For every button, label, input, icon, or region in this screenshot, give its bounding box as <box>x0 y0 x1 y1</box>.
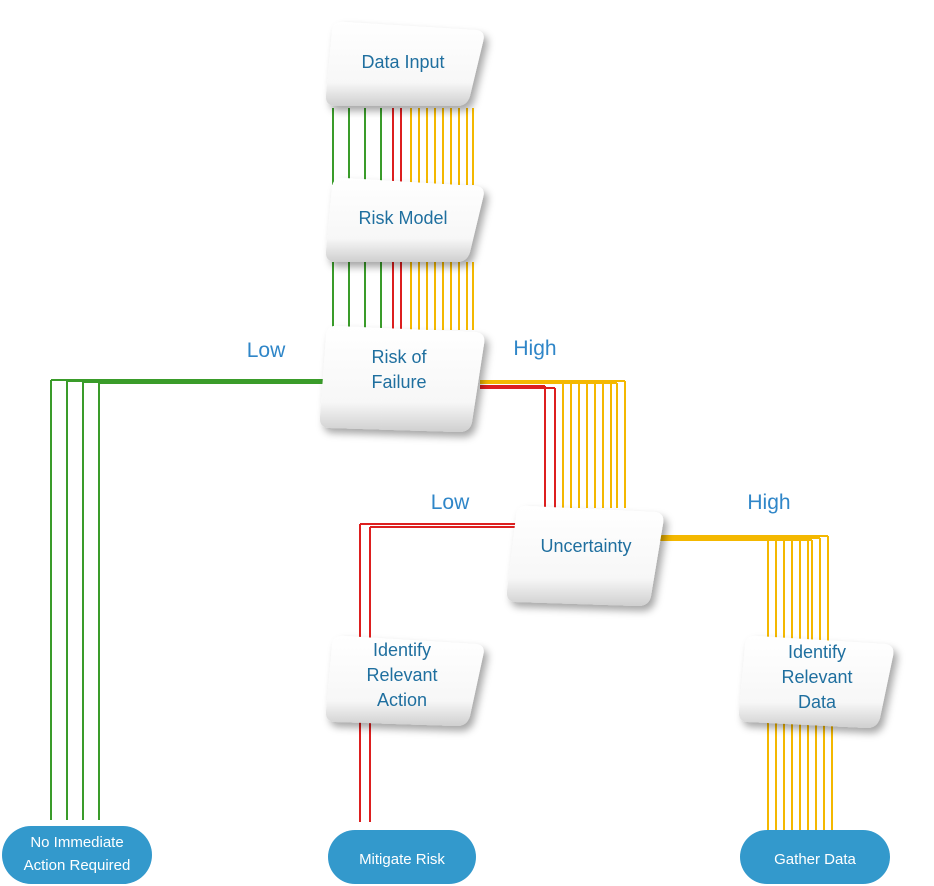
no-action-label-line2: Action Required <box>24 857 131 874</box>
connector-lines <box>50 108 833 830</box>
risk-of-failure-label-line1: Risk of <box>371 347 427 367</box>
high-risk-lines <box>480 380 626 508</box>
data-input-box: Data Input <box>325 21 484 107</box>
gather-data-outcome: Gather Data <box>740 830 890 884</box>
risk-of-failure-box: Risk of Failure <box>319 325 485 432</box>
identify-action-label-line2: Relevant <box>366 665 437 685</box>
low-uncertainty-lines <box>359 523 520 822</box>
data-input-label: Data Input <box>361 52 444 72</box>
identify-data-label-line1: Identify <box>788 642 846 662</box>
no-action-label-line1: No Immediate <box>30 834 123 851</box>
high-uncertainty-lines <box>655 535 833 830</box>
risk-low-label: Low <box>247 339 286 362</box>
identify-data-label-line2: Relevant <box>781 667 852 687</box>
no-action-outcome: No Immediate Action Required <box>2 826 152 884</box>
identify-data-box: Identify Relevant Data <box>738 635 894 728</box>
identify-action-label-line3: Action <box>377 690 427 710</box>
mitigate-risk-label: Mitigate Risk <box>359 851 445 868</box>
risk-model-label: Risk Model <box>358 208 447 228</box>
model-to-risk-lines <box>332 262 474 330</box>
gather-data-label: Gather Data <box>774 851 856 868</box>
risk-of-failure-label-line2: Failure <box>371 372 426 392</box>
identify-action-label-line1: Identify <box>373 640 431 660</box>
uncertainty-high-label: High <box>747 491 790 514</box>
mitigate-risk-outcome: Mitigate Risk <box>328 830 476 884</box>
risk-model-box: Risk Model <box>325 177 484 262</box>
uncertainty-box: Uncertainty <box>506 505 664 606</box>
uncertainty-label: Uncertainty <box>540 536 631 556</box>
identify-data-label-line3: Data <box>798 692 837 712</box>
low-risk-lines <box>50 379 325 820</box>
input-to-model-lines <box>332 108 474 185</box>
identify-action-box: Identify Relevant Action <box>325 635 484 726</box>
risk-high-label: High <box>513 337 556 360</box>
uncertainty-low-label: Low <box>431 491 470 514</box>
